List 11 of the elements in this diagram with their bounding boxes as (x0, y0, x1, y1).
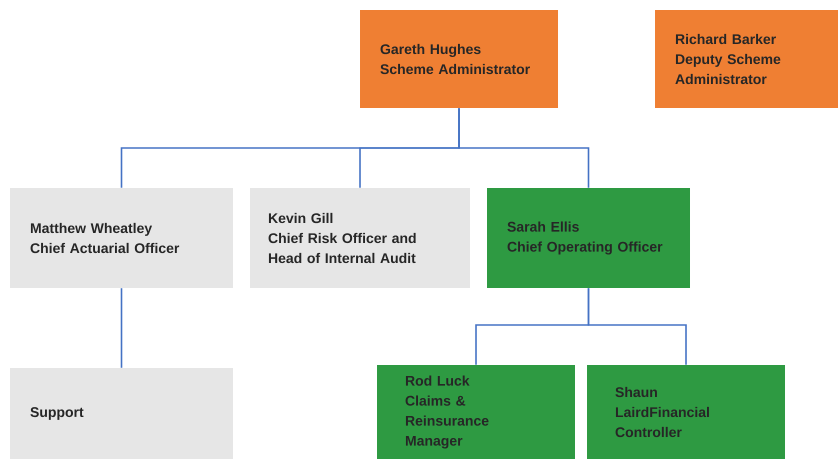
org-box: Richard Barker Deputy Scheme Administrator (655, 10, 838, 108)
org-box: Matthew Wheatley Chief Actuarial Officer (10, 188, 233, 288)
org-box: Gareth Hughes Scheme Administrator (360, 10, 558, 108)
connector (120, 288, 122, 368)
org-box: Support (10, 368, 233, 459)
org-box: Sarah Ellis Chief Operating Officer (487, 188, 690, 288)
org-box: Kevin Gill Chief Risk Officer and Head of Internal Audit (250, 188, 470, 288)
org-box: Rod Luck Claims & Reinsurance Manager (377, 365, 575, 459)
connector (458, 108, 590, 188)
org-box: Shaun LairdFinancial Controller (587, 365, 785, 459)
connector (588, 288, 687, 365)
